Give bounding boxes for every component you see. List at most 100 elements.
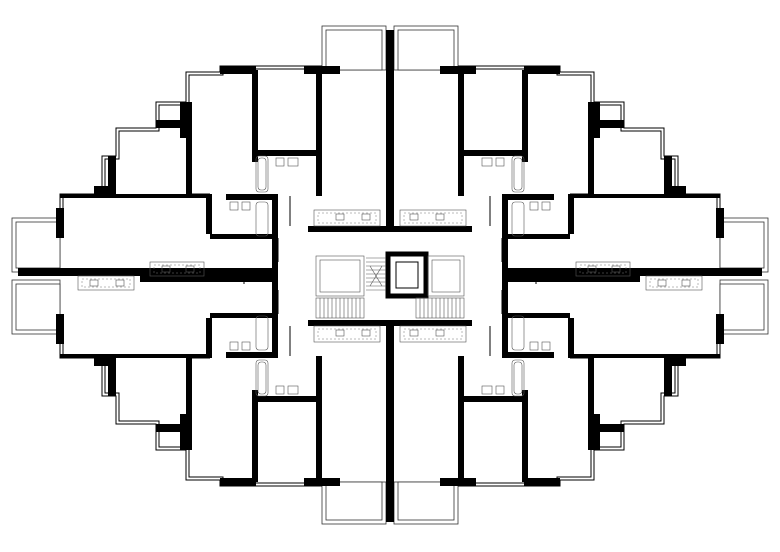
wall-left-kitchen	[140, 276, 274, 282]
wall-tl-6	[272, 194, 278, 238]
balcony-bottom-right-inner	[397, 481, 455, 521]
balcony-left-upper-inner	[15, 221, 61, 269]
balcony-top-right-inner	[397, 29, 455, 71]
wall-tr-pier-7	[716, 208, 724, 238]
wall-tr-2	[458, 70, 464, 196]
wall-br-3	[588, 358, 594, 450]
basin-br	[481, 385, 493, 395]
wall-tr-3	[588, 102, 594, 194]
bathtub-tr2	[511, 201, 525, 237]
bathtub-tl2	[255, 201, 269, 237]
wall-tr-1	[522, 70, 528, 162]
wall-br-6	[502, 314, 508, 358]
wall-tl-3	[186, 102, 192, 194]
wall-br-5	[568, 318, 574, 358]
counter-right-lower	[645, 275, 703, 291]
bathtub-tl	[255, 155, 269, 193]
stair-right	[415, 297, 465, 319]
wall-tl-pier-7	[56, 208, 64, 238]
wall-br-2	[458, 356, 464, 482]
wall-tl-4	[226, 194, 278, 200]
wall-bl-3	[186, 358, 192, 450]
wall-spine-right	[504, 268, 762, 276]
wall-br-4	[502, 352, 554, 358]
wall-bl-6	[272, 314, 278, 358]
wall-tl-pier-4	[180, 102, 188, 138]
wall-tr-pier-3	[594, 120, 624, 128]
wall-right-lower-edge	[572, 354, 720, 358]
balcony-right-lower-inner	[719, 283, 765, 331]
wall-right-kitchen	[506, 276, 640, 282]
wall-bl-bath-bottom	[252, 396, 320, 402]
wall-br-1	[522, 390, 528, 482]
counter-left-upper	[149, 261, 205, 277]
wall-bl-pier-7	[56, 314, 64, 344]
balconies	[11, 25, 769, 525]
stair-left	[315, 297, 365, 319]
balcony-top-left-inner	[325, 29, 383, 71]
wall-tr-5	[568, 194, 574, 234]
wall-br-pier-3	[594, 424, 624, 432]
wall-spine-bottom	[386, 326, 394, 522]
bathtub-bl2	[255, 315, 269, 351]
core	[315, 255, 465, 319]
wall-bl-2	[316, 356, 322, 482]
counter-top-left	[313, 209, 381, 227]
wall-core-left	[272, 232, 278, 320]
bathtub-bl	[255, 359, 269, 397]
wall-bl-pier-4	[180, 414, 188, 450]
toilet-bl	[275, 385, 285, 395]
elevator-shaft	[385, 251, 429, 299]
wall-br-bath-bottom	[460, 396, 528, 402]
toilet-br	[495, 385, 505, 395]
wall-bl-4	[226, 352, 278, 358]
wall-tl-pier-5	[94, 186, 116, 194]
basin-tl	[287, 157, 299, 167]
wall-left-upper-edge	[60, 194, 208, 198]
wall-core-bottom	[308, 320, 472, 326]
wall-tr-pier-6	[664, 156, 672, 194]
bathtub-tr	[511, 155, 525, 193]
basin-tr	[481, 157, 493, 167]
wall-tl-5	[206, 194, 212, 234]
wall-bl-pier-2	[304, 478, 340, 486]
wall-tr-pier-1	[524, 66, 560, 74]
kitchen-counters	[77, 209, 703, 343]
core-room-right-inner	[431, 259, 461, 293]
balcony-right-upper-inner	[719, 221, 765, 269]
counter-right-upper	[575, 261, 631, 277]
wall-tl-7	[210, 234, 276, 239]
wall-tl-1	[252, 70, 258, 162]
stair-center	[366, 257, 386, 291]
counter-bottom-right	[399, 325, 467, 343]
wall-bl-1	[252, 390, 258, 482]
core-room-left	[315, 255, 365, 297]
wall-core-right	[502, 232, 508, 320]
counter-bottom-left	[313, 325, 381, 343]
bathrooms	[229, 155, 551, 397]
elevator-car	[395, 261, 419, 289]
wall-br-pier-2	[440, 478, 476, 486]
wall-br-pier-5	[664, 358, 686, 366]
wall-spine-left	[18, 268, 276, 276]
counter-left-lower	[77, 275, 135, 291]
counter-top-right	[399, 209, 467, 227]
wall-bl-pier-3	[156, 424, 186, 432]
wall-bl-pier-6	[108, 358, 116, 396]
wall-tr-pier-4	[592, 102, 600, 138]
wall-tl-pier-2	[304, 66, 340, 74]
balcony-bottom-left-inner	[325, 481, 383, 521]
wall-bl-pier-1	[220, 478, 256, 486]
wall-tr-bath-top	[460, 150, 528, 156]
wall-tl-2	[316, 70, 322, 196]
bathtub-br2	[511, 315, 525, 351]
wall-tr-7	[504, 234, 570, 239]
wall-bl-7	[210, 313, 276, 318]
wall-br-pier-4	[592, 414, 600, 450]
wall-tr-6	[502, 194, 508, 238]
wall-tl-pier-3	[156, 120, 186, 128]
wall-tr-pier-5	[664, 186, 686, 194]
basin-bl	[287, 385, 299, 395]
thin-partitions	[192, 193, 588, 359]
